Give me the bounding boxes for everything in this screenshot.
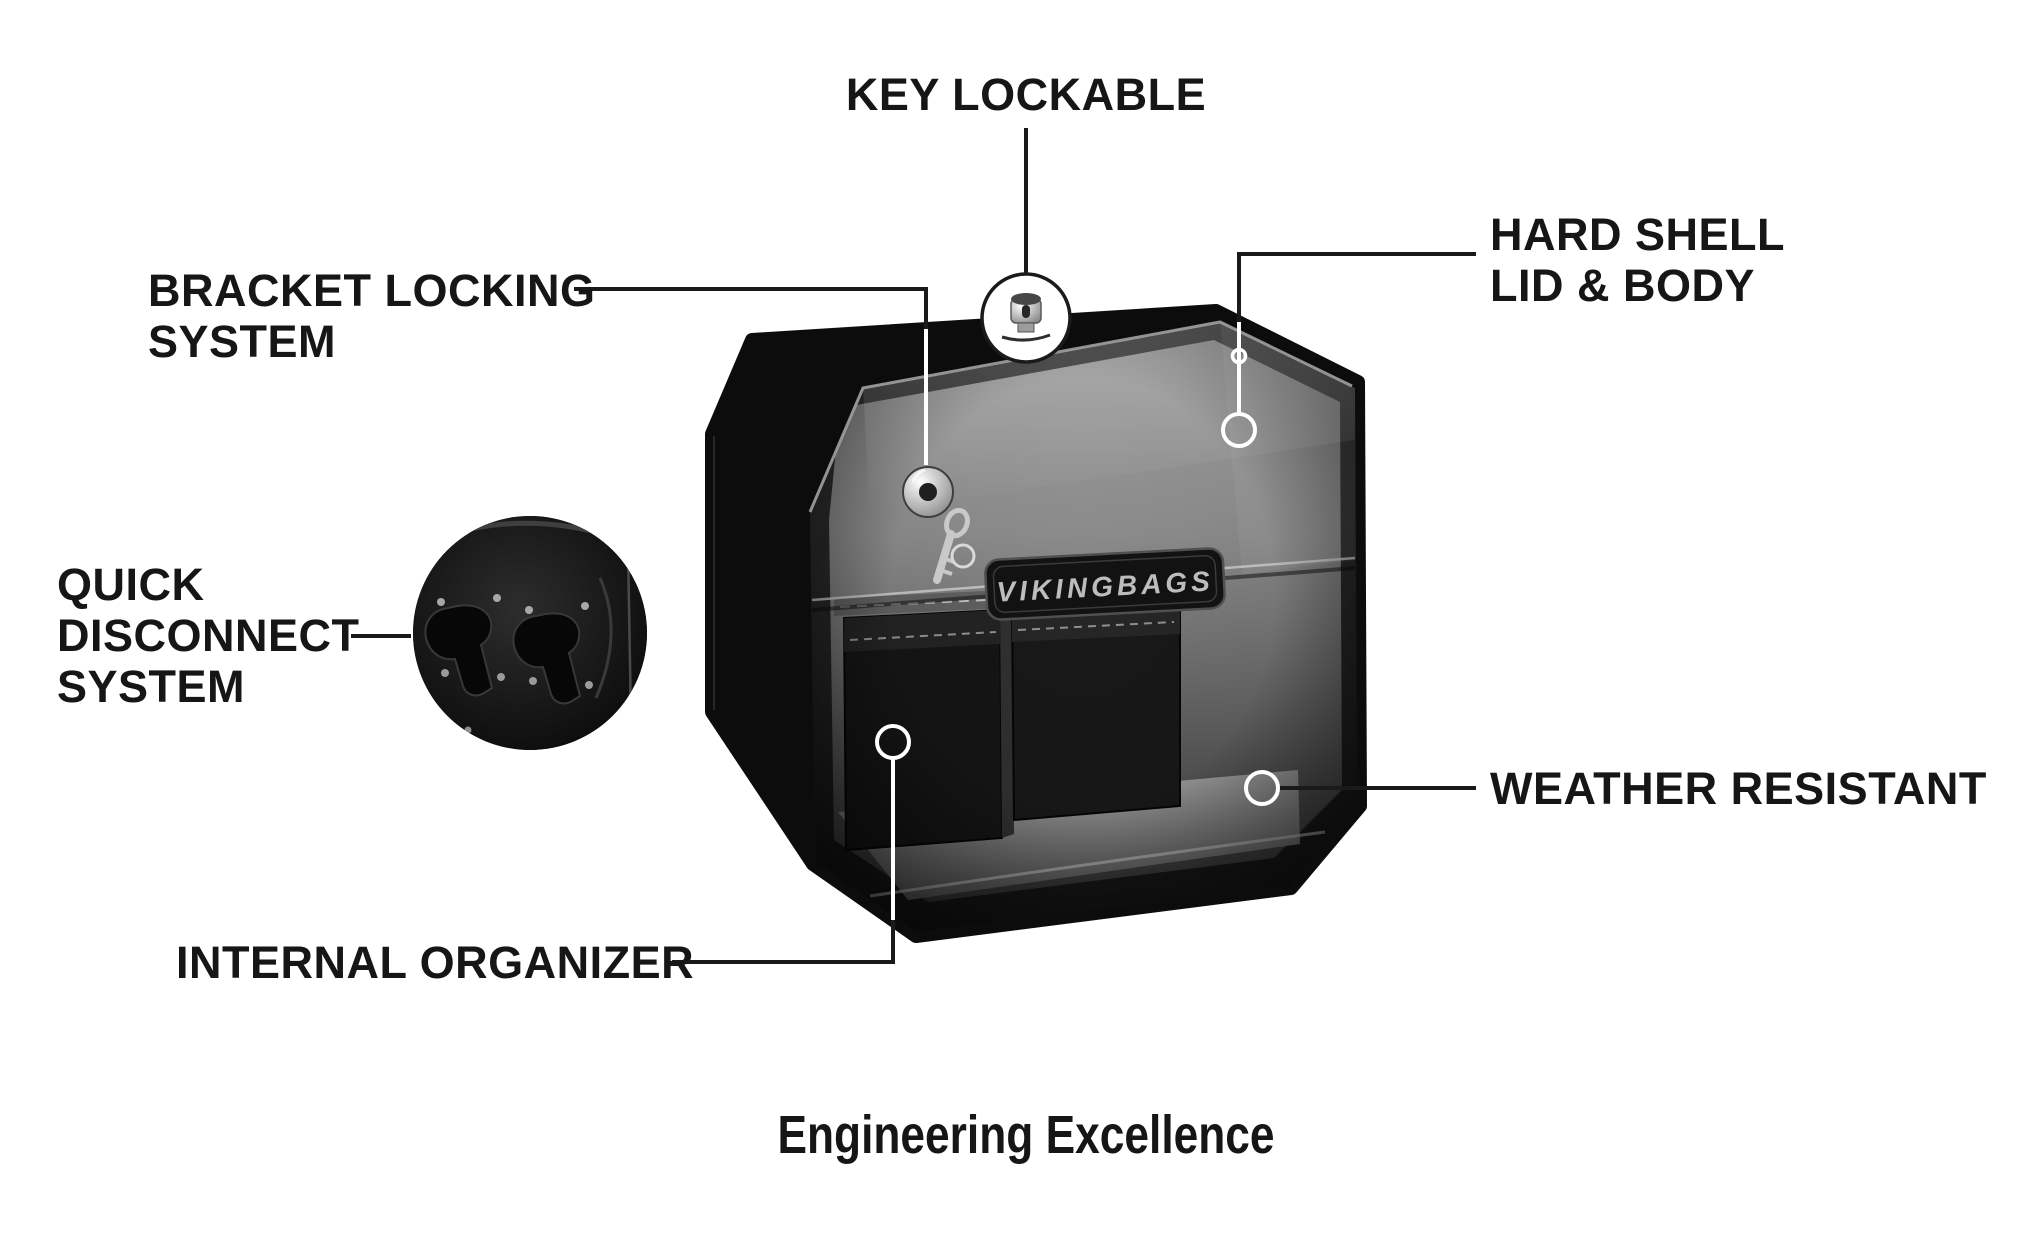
callout-label-internal-organizer: INTERNAL ORGANIZER [176, 937, 695, 989]
label-line: QUICK [57, 559, 205, 610]
hard-shell-marker [1221, 412, 1257, 448]
label-line: SYSTEM [57, 660, 246, 712]
internal-organizer-marker [875, 724, 911, 760]
brand-badge: VIKINGBAGS [984, 547, 1226, 621]
callout-lines-dark [351, 128, 1476, 964]
label-line: KEY LOCKABLE [845, 69, 1207, 120]
weather-resistant-marker [1244, 770, 1280, 806]
bracket-lock-and-key-icon [902, 466, 976, 584]
label-line: DISCONNECT [57, 609, 360, 661]
label-line: HARD SHELL [1490, 209, 1785, 260]
hard-shell-marker-small [1230, 347, 1248, 365]
label-line: BRACKET LOCKING [148, 265, 596, 316]
callout-label-quick-disconnect-system: QUICK DISCONNECT SYSTEM [57, 559, 360, 713]
quick-disconnect-inset [413, 516, 647, 750]
callout-label-key-lockable: KEY LOCKABLE [845, 69, 1207, 121]
hard-shell-line [1237, 252, 1476, 322]
callout-label-bracket-locking-system: BRACKET LOCKING SYSTEM [148, 265, 596, 368]
callout-label-weather-resistant: WEATHER RESISTANT [1490, 763, 1987, 815]
label-line: SYSTEM [148, 315, 337, 367]
label-line: LID & BODY [1490, 259, 1756, 311]
label-line: WEATHER RESISTANT [1490, 763, 1987, 814]
callout-label-hard-shell-lid-body: HARD SHELL LID & BODY [1490, 209, 1785, 312]
label-line: INTERNAL ORGANIZER [176, 937, 695, 988]
bag-interior [810, 322, 1357, 932]
internal-organizer-line [672, 920, 895, 964]
footer-tagline: Engineering Excellence [777, 1105, 1275, 1165]
mounting-hook-icon [424, 604, 494, 697]
callout-markers-light [875, 322, 1280, 920]
key-lock-icon [980, 272, 1072, 364]
saddlebag-illustration: VIKINGBAGS [705, 304, 1367, 943]
bracket-locking-line [574, 287, 928, 329]
